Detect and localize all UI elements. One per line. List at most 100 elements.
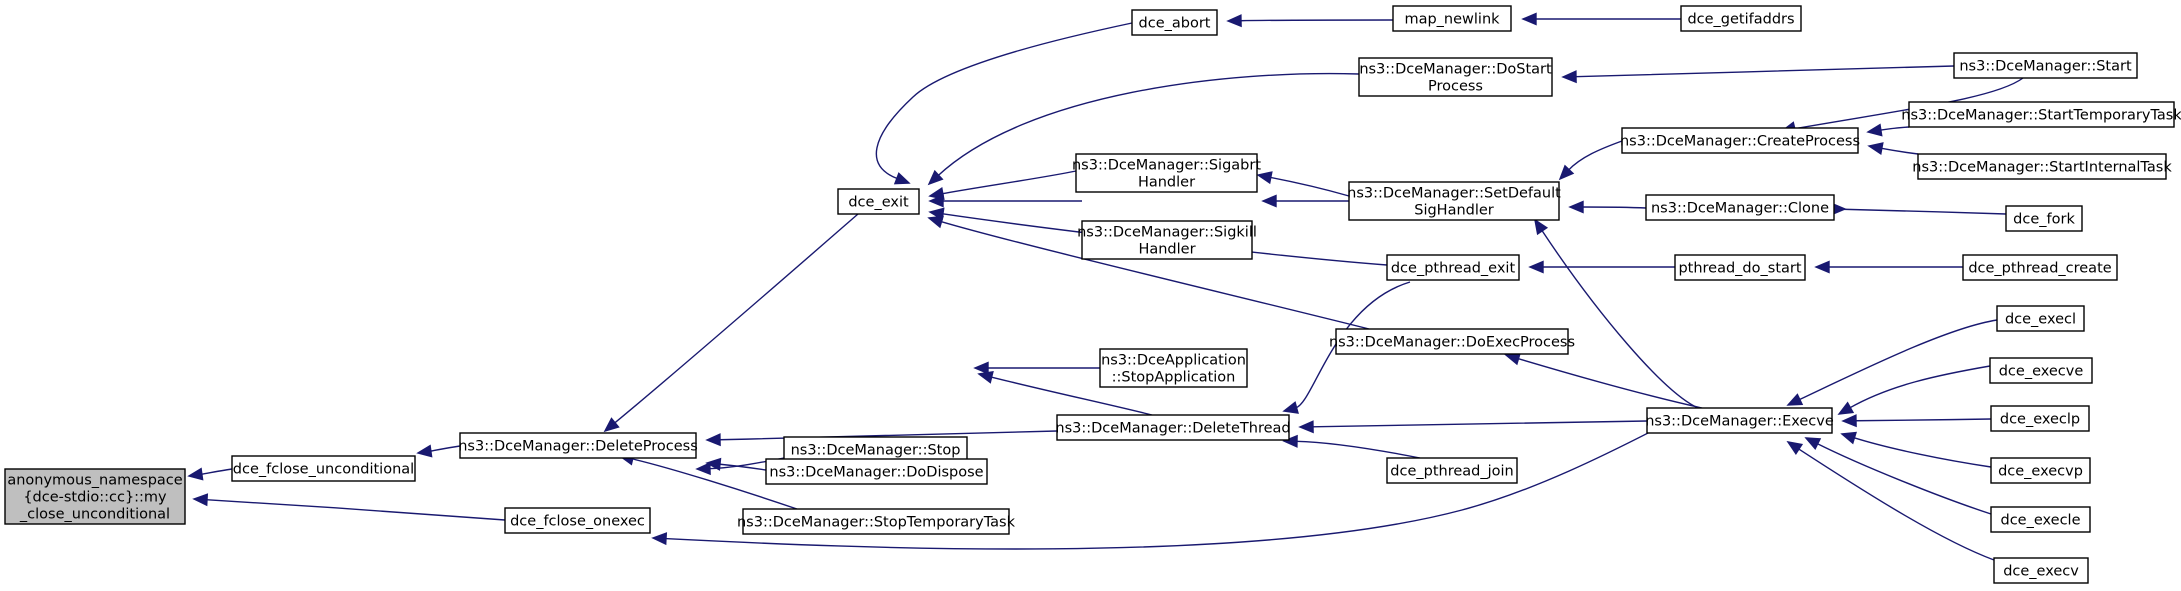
node-dce_pthread_exit[interactable]: dce_pthread_exit	[1386, 254, 1520, 281]
node-label: pthread_do_start	[1678, 261, 1801, 277]
edge-line	[1567, 140, 1623, 171]
edge-dce_fclose_onexec-to-root	[192, 493, 506, 521]
edge-arrowhead	[1528, 260, 1544, 274]
node-dce_exit[interactable]: dce_exit	[837, 188, 920, 215]
edge-DeleteProcess-to-dce_fclose_unconditional	[416, 444, 461, 458]
node-Start[interactable]: ns3::DceManager::Start	[1953, 52, 2138, 79]
edge-arrowhead	[928, 194, 944, 208]
node-dce_getifaddrs[interactable]: dce_getifaddrs	[1680, 5, 1802, 32]
node-DoDispose[interactable]: ns3::DceManager::DoDispose	[765, 458, 988, 485]
edge-arrowhead	[1786, 441, 1804, 455]
edge-arrowhead	[1561, 70, 1577, 84]
node-label: ns3::DceApplication	[1101, 353, 1246, 369]
node-Clone[interactable]: ns3::DceManager::Clone	[1645, 194, 1835, 221]
node-DeleteProcess[interactable]: ns3::DceManager::DeleteProcess	[458, 432, 698, 459]
edge-arrowhead	[1282, 401, 1299, 414]
edges-layer	[187, 12, 2024, 561]
edge-pthread_do_start-to-dce_pthread_exit	[1528, 260, 1676, 274]
node-box	[1081, 220, 1253, 260]
edge-SetDefaultSigHandler-to-SigkillHandler	[1261, 194, 1349, 208]
edge-DeleteThread-to-DeleteProcess	[705, 430, 1058, 447]
node-CreateProcess[interactable]: ns3::DceManager::CreateProcess	[1620, 127, 1860, 154]
edge-dce_execvp-to-Execve	[1840, 431, 1992, 468]
edge-arrowhead	[1837, 401, 1855, 415]
node-StopApplication[interactable]: ns3::DceApplication::StopApplication	[1099, 348, 1248, 388]
edge-arrowhead	[1256, 171, 1273, 185]
node-label: dce_fclose_unconditional	[233, 462, 414, 478]
node-Execve[interactable]: ns3::DceManager::Execve	[1645, 407, 1834, 434]
edge-arrowhead	[927, 215, 944, 229]
node-DeleteThread[interactable]: ns3::DceManager::DeleteThread	[1055, 414, 1291, 441]
edge-dce_exit-to-DeleteProcess	[603, 213, 859, 433]
node-box	[1990, 506, 2091, 533]
node-label: ns3::DceManager::DeleteThread	[1055, 421, 1290, 437]
node-dce_execv[interactable]: dce_execv	[1993, 557, 2089, 584]
node-dce_fclose_onexec[interactable]: dce_fclose_onexec	[504, 507, 651, 534]
node-box	[1646, 407, 1833, 434]
edge-arrowhead	[705, 433, 721, 447]
edge-line	[205, 498, 506, 521]
node-dce_fork[interactable]: dce_fork	[2005, 205, 2083, 232]
node-box	[1645, 194, 1835, 221]
node-box	[2005, 205, 2083, 232]
node-box	[1131, 9, 1218, 36]
edge-line	[1541, 229, 1699, 409]
node-label: Handler	[1138, 242, 1195, 258]
node-label: dce_exit	[848, 195, 909, 211]
node-box	[1993, 557, 2089, 584]
edge-line	[1269, 176, 1350, 197]
edge-arrowhead	[973, 361, 989, 375]
edge-line	[1517, 357, 1703, 409]
node-label: ::StopApplication	[1112, 370, 1236, 386]
node-dce_execle[interactable]: dce_execle	[1990, 506, 2091, 533]
edge-line	[718, 463, 767, 471]
edge-arrowhead	[1866, 123, 1883, 137]
node-label: map_newlink	[1404, 12, 1500, 28]
edge-DeleteThread-to-Stop	[977, 370, 1153, 416]
edge-dce_execve-to-Execve	[1837, 365, 1991, 415]
node-dce_execl[interactable]: dce_execl	[1996, 305, 2085, 332]
node-dce_pthread_create[interactable]: dce_pthread_create	[1962, 254, 2118, 281]
node-dce_abort[interactable]: dce_abort	[1131, 9, 1218, 36]
node-label: dce_abort	[1139, 16, 1211, 32]
node-box	[1996, 305, 2085, 332]
edge-Execve-to-DoExecProcess	[1504, 352, 1703, 409]
node-StopTemporaryTask[interactable]: ns3::DceManager::StopTemporaryTask	[737, 508, 1016, 535]
edge-arrowhead	[927, 169, 944, 186]
node-box	[1392, 5, 1512, 32]
node-StartTemporaryTask[interactable]: ns3::DceManager::StartTemporaryTask	[1901, 101, 2181, 128]
node-box	[1099, 348, 1248, 388]
node-label: SigHandler	[1414, 203, 1494, 219]
edge-arrowhead	[1521, 12, 1537, 26]
edge-DoDispose-to-DeleteProcess	[705, 457, 767, 471]
node-dce_fclose_unconditional[interactable]: dce_fclose_unconditional	[231, 455, 416, 482]
edge-line	[1853, 436, 1992, 468]
node-dce_pthread_join[interactable]: dce_pthread_join	[1386, 457, 1518, 484]
node-label: ns3::DceManager::DoStart	[1359, 62, 1552, 78]
node-box	[459, 432, 697, 459]
edge-arrowhead	[1558, 164, 1575, 181]
node-pthread_do_start[interactable]: pthread_do_start	[1674, 254, 1806, 281]
node-label: dce_pthread_exit	[1391, 261, 1516, 277]
edge-arrowhead	[1504, 352, 1521, 366]
node-Stop[interactable]: ns3::DceManager::Stop	[783, 436, 968, 463]
node-box	[1335, 328, 1569, 355]
node-box	[1990, 405, 2090, 432]
node-dce_execve[interactable]: dce_execve	[1989, 357, 2093, 384]
node-dce_execvp[interactable]: dce_execvp	[1990, 457, 2091, 484]
node-box	[1680, 5, 1802, 32]
edge-arrowhead	[187, 467, 204, 481]
node-map_newlink[interactable]: map_newlink	[1392, 5, 1512, 32]
edge-line	[1816, 442, 1992, 515]
node-DoExecProcess[interactable]: ns3::DceManager::DoExecProcess	[1329, 328, 1575, 355]
node-StartInternalTask[interactable]: ns3::DceManager::StartInternalTask	[1912, 153, 2172, 180]
node-dce_execlp[interactable]: dce_execlp	[1990, 405, 2090, 432]
edge-arrowhead	[1282, 434, 1298, 448]
edge-line	[631, 458, 798, 510]
edge-line	[875, 22, 1133, 180]
edge-line	[718, 430, 1058, 441]
